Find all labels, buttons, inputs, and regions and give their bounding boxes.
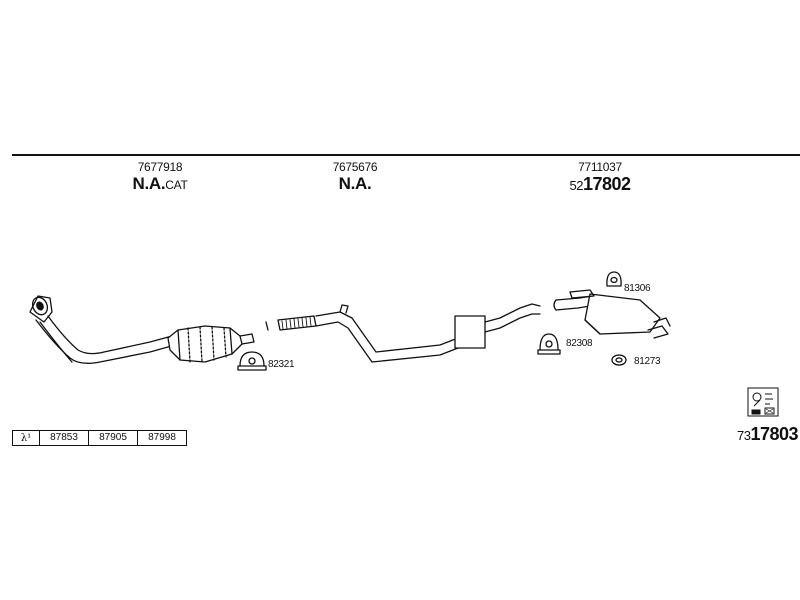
top-divider-line xyxy=(12,154,800,156)
catalytic-converter xyxy=(167,325,255,363)
kit-code-prefix: 73 xyxy=(736,428,751,443)
part-number-rear-muffler: 7711037 xyxy=(578,160,622,174)
part-number-middle-pipe: 7675676 xyxy=(332,160,378,174)
section-front-suffix: CAT xyxy=(165,178,188,192)
front-pipe xyxy=(29,295,176,364)
section-rear-code: 5217802 xyxy=(540,174,660,195)
rear-clamp xyxy=(537,333,561,355)
center-muffler xyxy=(454,303,541,349)
section-rear-muffler: 7711037 5217802 xyxy=(540,160,660,195)
callout-clamp-rear: 82308 xyxy=(566,338,593,349)
lambda-symbol: λ¹ xyxy=(20,432,32,444)
manual-book-icon xyxy=(747,387,779,417)
sensor-cell: 87853 xyxy=(39,431,88,445)
section-front-label: N.A.CAT xyxy=(110,174,210,194)
section-rear-prefix: 52 xyxy=(569,178,583,193)
callout-clamp-front: 82321 xyxy=(268,359,295,370)
section-middle-label: N.A. xyxy=(338,174,372,193)
front-clamp xyxy=(237,351,267,371)
section-front-na: N.A. xyxy=(132,174,166,193)
callout-hanger-top: 81306 xyxy=(624,283,651,294)
sensor-cell: 87998 xyxy=(137,431,186,445)
section-middle-pipe: 7675676 N.A. xyxy=(305,160,405,194)
section-rear-code-main: 17802 xyxy=(582,174,631,194)
callout-ring-rear: 81273 xyxy=(634,356,661,367)
part-number-front-pipe: 7677918 xyxy=(137,160,183,174)
rubber-ring xyxy=(611,354,627,366)
middle-pipe xyxy=(265,304,459,363)
rear-hanger xyxy=(606,271,622,287)
kit-code-main: 17803 xyxy=(750,424,798,444)
section-front-pipe: 7677918 N.A.CAT xyxy=(110,160,210,194)
sensor-cell: 87905 xyxy=(88,431,137,445)
lambda-sensor-table: λ¹ 87853 87905 87998 xyxy=(12,430,187,446)
rear-muffler xyxy=(553,289,671,339)
kit-code: 7317803 xyxy=(700,424,799,445)
